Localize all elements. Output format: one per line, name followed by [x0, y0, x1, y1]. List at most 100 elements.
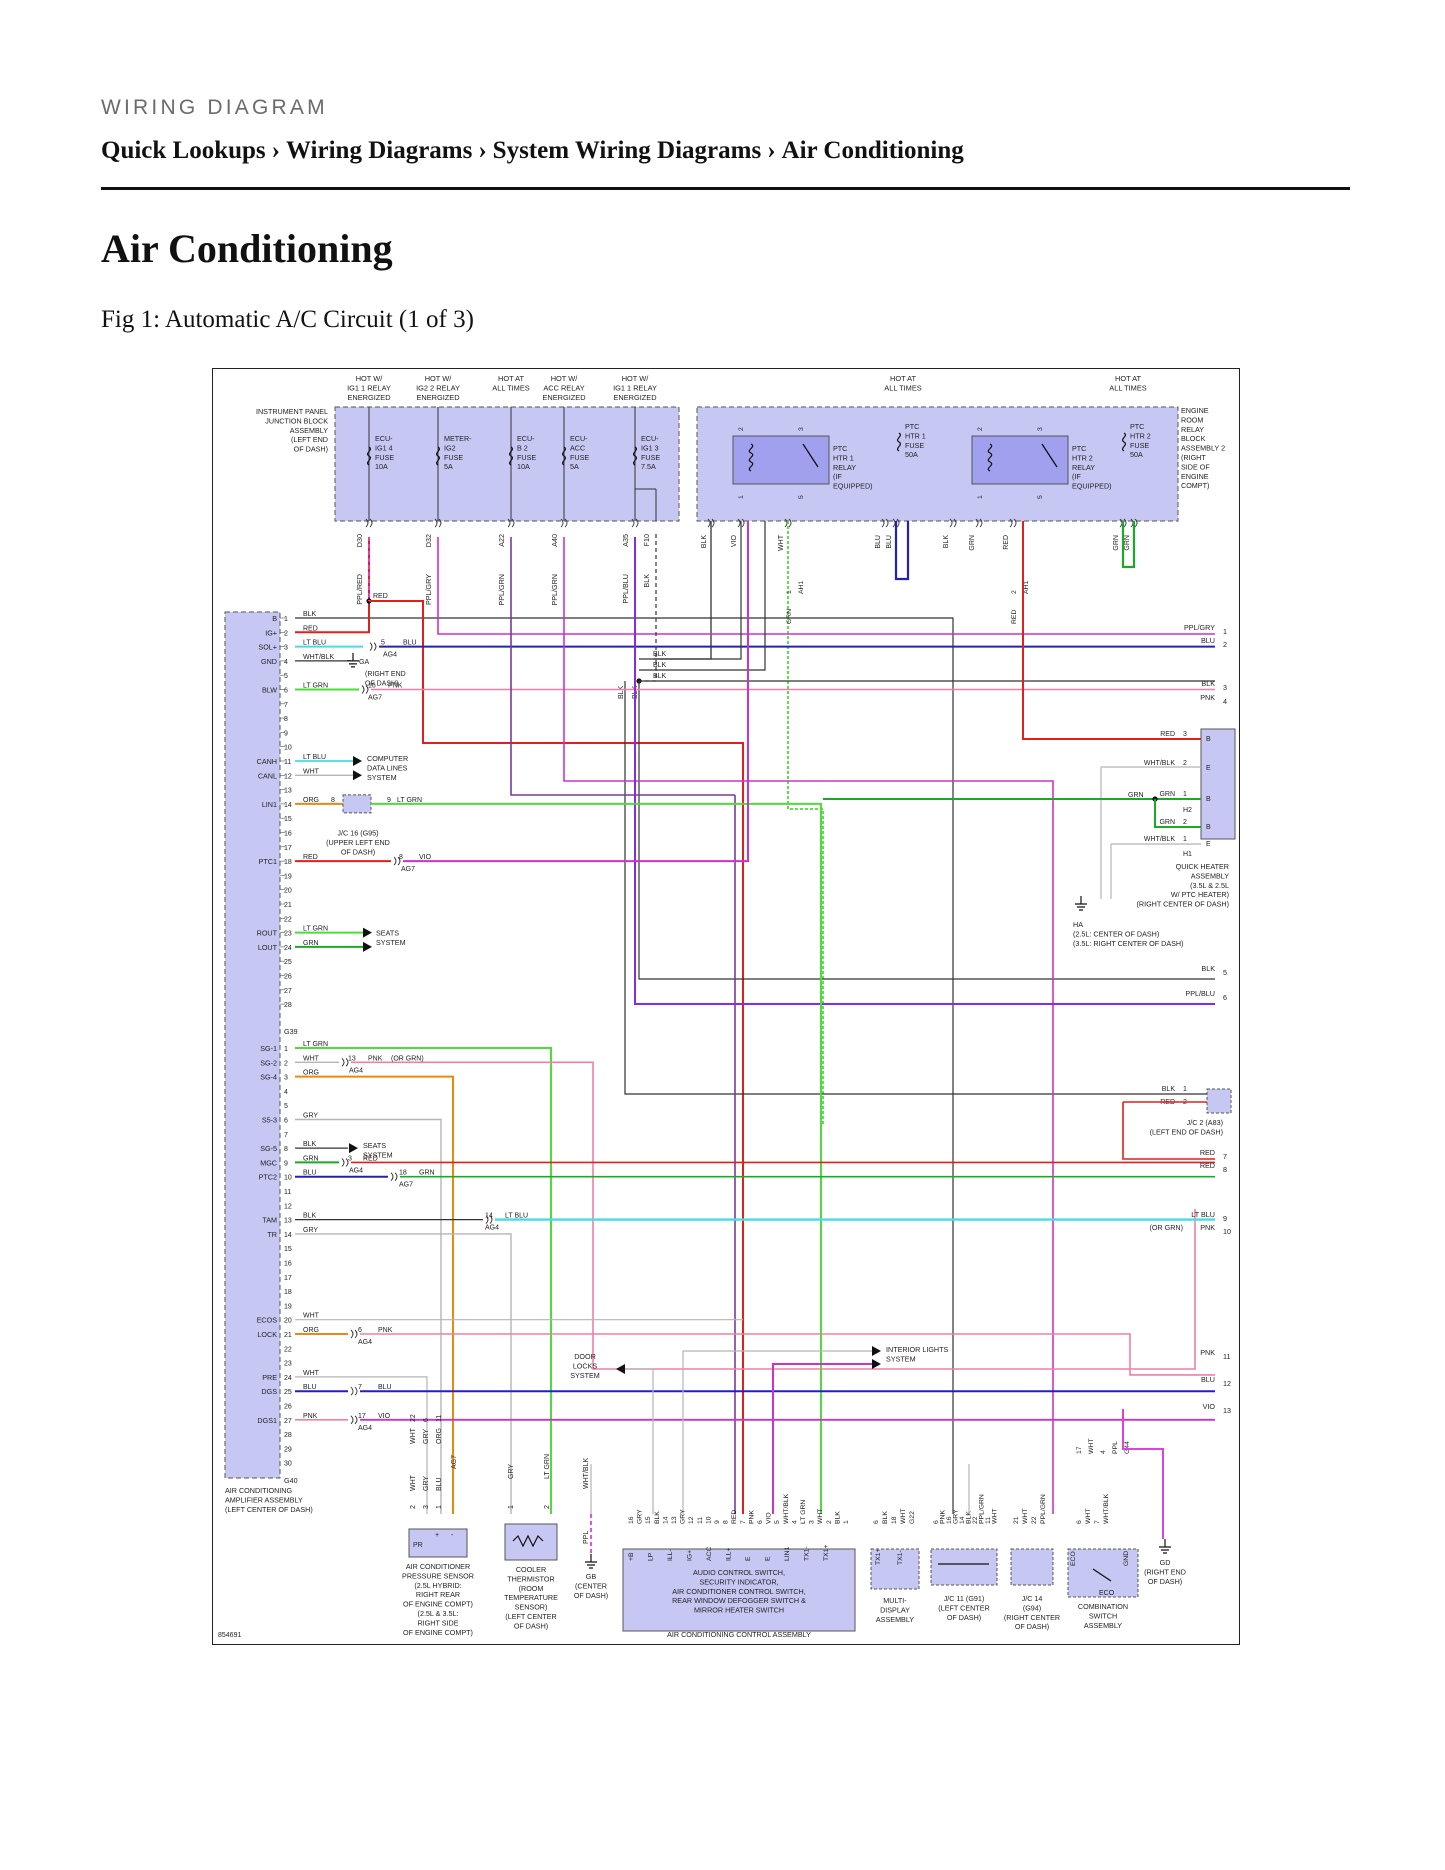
connector-icon — [560, 518, 568, 528]
wire-color-label: 13 — [671, 1516, 678, 1524]
connector-icon — [881, 518, 889, 528]
ip-junction-block — [334, 406, 680, 522]
system-reference-label: SYSTEM — [376, 938, 406, 947]
amplifier-pin: 22 — [284, 916, 292, 923]
wire-color-label: 3 — [809, 1520, 816, 1524]
wire-color-label: BLK — [1162, 1086, 1176, 1093]
breadcrumb-quick-lookups[interactable]: Quick Lookups — [101, 137, 266, 164]
wire-color-label: WHT — [410, 1474, 417, 1491]
wire-blk — [639, 521, 766, 671]
amplifier-signal: CANH — [257, 757, 277, 766]
connector-pin-label: D30 — [355, 534, 364, 547]
wire-color-label: GRY — [303, 1113, 318, 1120]
amplifier-pin: 18 — [284, 859, 292, 866]
relay-coil-icon — [748, 443, 754, 472]
fuse-label: METER- — [444, 434, 472, 443]
amplifier-pin: 26 — [284, 1404, 292, 1411]
amplifier-pin: 27 — [284, 1418, 292, 1425]
air-conditioning-control-assembly — [622, 1548, 856, 1632]
amplifier-pin: 19 — [284, 1303, 292, 1310]
component-label: TEMPERATURE — [504, 1593, 558, 1602]
amplifier-pin: 26 — [284, 974, 292, 981]
terminal-signal: ECO — [1099, 1590, 1115, 1597]
wire-color-label: BLK — [1201, 964, 1215, 973]
component-label: (2.5L HYBRID: — [414, 1581, 461, 1590]
connector-pin-label: AH1 — [798, 581, 805, 594]
continuation-number: 8 — [1223, 1165, 1227, 1174]
fuse-label: IG1 4 — [375, 443, 393, 452]
amplifier-pin: 14 — [284, 1232, 292, 1239]
amplifier-pin: 22 — [284, 1346, 292, 1353]
wire-color-label: LT BLU — [1191, 1210, 1215, 1219]
wire-color-label: GRN — [419, 1170, 435, 1177]
relay-block-label: BLOCK — [1181, 434, 1206, 443]
breadcrumb-system-wiring-diagrams[interactable]: System Wiring Diagrams — [492, 137, 762, 164]
amplifier-signal: SG-2 — [260, 1058, 277, 1067]
wire-color-label: GRN — [969, 535, 976, 551]
terminal-signal: ACC — [706, 1547, 713, 1561]
wire-ppl-gry — [437, 537, 1215, 635]
connector-pin-label: A22 — [497, 534, 506, 547]
terminal-signal: E — [1206, 765, 1211, 772]
junction-label: OF DASH) — [1015, 1622, 1049, 1631]
breadcrumb-wiring-diagrams[interactable]: Wiring Diagrams — [286, 137, 473, 164]
continuation-number: 12 — [1223, 1379, 1231, 1388]
relay-label: PTC — [833, 444, 847, 453]
component-label: RIGHT REAR — [416, 1590, 460, 1599]
power-source-label: HOT W/ — [551, 374, 578, 383]
wire-color-label: RED — [373, 593, 388, 600]
amplifier-signal: ROUT — [257, 929, 278, 938]
amplifier-signal: DGS — [261, 1387, 277, 1396]
continuation-number: 10 — [1223, 1227, 1231, 1236]
power-source-label: HOT W/ — [425, 374, 452, 383]
arrow-icon — [363, 941, 372, 952]
system-reference-label: SYSTEM — [367, 773, 397, 782]
fuse-label: HTR 1 — [905, 431, 926, 440]
amplifier-pin: 11 — [284, 759, 291, 766]
wire-color-label: BLU — [886, 535, 893, 549]
ground-label: OF DASH) — [574, 1591, 608, 1600]
wire-color-label: (OR GRN) — [1149, 1223, 1183, 1232]
fuse-label: FUSE — [517, 453, 536, 462]
wire-color-label: BLK — [303, 1141, 317, 1148]
fuse-label: ACC — [570, 443, 585, 452]
amplifier-signal: B — [272, 614, 277, 623]
power-source-label: IG1 1 RELAY — [347, 383, 391, 392]
wire-color-label: 6 — [757, 1520, 764, 1524]
amplifier-signal: SG-1 — [260, 1044, 277, 1053]
connector-icon — [369, 642, 377, 651]
terminal-signal: B — [1206, 796, 1211, 803]
amplifier-pin: 21 — [284, 1332, 292, 1339]
wire-color-label: 8 — [723, 1520, 730, 1524]
breadcrumb: Quick Lookups›Wiring Diagrams›System Wir… — [101, 137, 964, 165]
terminal-signal: ILL- — [667, 1549, 674, 1561]
wire-color-label: BLK — [303, 611, 317, 618]
wire-color-label: GRY — [637, 1509, 644, 1524]
wire-color-label: BLK — [303, 1213, 317, 1220]
power-source-label: HOT W/ — [622, 374, 649, 383]
fuse-label: ECU- — [375, 434, 393, 443]
terminal-signal: PR — [413, 1542, 423, 1549]
wire-color-label: ORG — [303, 1327, 319, 1334]
wire-color-label: VIO — [1203, 1402, 1216, 1411]
wire-ppl — [1122, 1409, 1164, 1539]
wire-color-label: WHT — [303, 768, 320, 775]
wire-color-label: GRN — [303, 940, 319, 947]
amplifier-signal: CANL — [258, 771, 277, 780]
component-label: PRESSURE SENSOR — [402, 1571, 474, 1580]
wire-color-label: WHT — [410, 1427, 417, 1444]
wire-color-label: PNK — [1200, 693, 1215, 702]
wire-color-label: WHT — [1088, 1439, 1095, 1454]
amplifier-pin: 20 — [284, 1318, 292, 1325]
junction-block-label: OF DASH) — [294, 445, 328, 454]
wire-color-label: 2 — [826, 1520, 833, 1524]
amplifier-pin: 8 — [284, 1146, 288, 1153]
amplifier-signal: LIN1 — [262, 800, 277, 809]
amplifier-pin: 17 — [284, 1275, 292, 1282]
amplifier-pin: 13 — [284, 1218, 292, 1225]
wire-color-label: BLU — [378, 1384, 392, 1391]
connector-icon — [350, 1329, 358, 1339]
ground-label: OF DASH) — [365, 680, 398, 687]
wire-vio — [403, 521, 749, 863]
